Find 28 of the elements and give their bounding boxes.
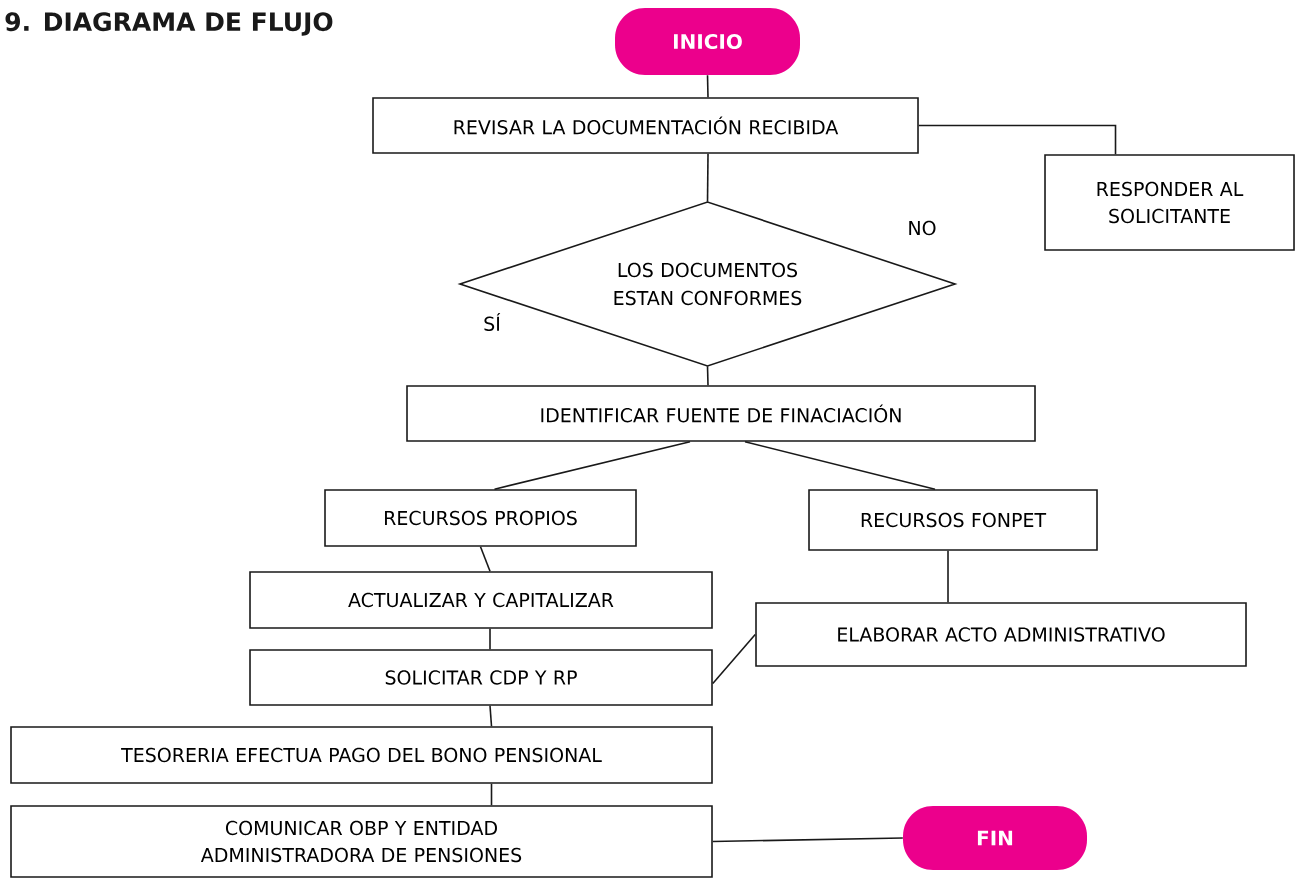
- process-box: RECURSOS PROPIOS: [324, 489, 637, 547]
- connector-line: [918, 124, 1117, 155]
- connector-line: [712, 633, 756, 685]
- connector-line: [744, 441, 936, 490]
- connector-line: [489, 705, 493, 727]
- process-box: RECURSOS FONPET: [808, 489, 1098, 551]
- connector-line: [490, 783, 493, 806]
- connector-line: [706, 365, 709, 386]
- process-box: IDENTIFICAR FUENTE DE FINACIACIÓN: [406, 385, 1036, 442]
- connector-line: [706, 153, 709, 203]
- process-box: REVISAR LA DOCUMENTACIÓN RECIBIDA: [372, 97, 919, 154]
- connector-line: [489, 628, 491, 650]
- connector-line: [712, 837, 904, 843]
- connector-line: [479, 546, 491, 572]
- process-box: ACTUALIZAR Y CAPITALIZAR: [249, 571, 713, 629]
- process-box: COMUNICAR OBP Y ENTIDAD ADMINISTRADORA DE PENSIONES: [10, 805, 713, 878]
- terminator-pill: INICIO: [615, 8, 800, 75]
- process-box: RESPONDER AL SOLICITANTE: [1044, 154, 1295, 251]
- process-box: SOLICITAR CDP Y RP: [249, 649, 713, 706]
- process-box: TESORERIA EFECTUA PAGO DEL BONO PENSIONAL: [10, 726, 713, 784]
- branch-label: SÍ: [484, 313, 501, 331]
- process-box: ELABORAR ACTO ADMINISTRATIVO: [755, 602, 1247, 667]
- terminator-pill: FIN: [903, 806, 1087, 870]
- branch-label: NO: [909, 220, 936, 236]
- connector-line: [947, 550, 949, 603]
- connector-line: [493, 441, 691, 490]
- title: 9. DIAGRAMA DE FLUJO: [5, 12, 333, 36]
- connector-line: [706, 74, 709, 98]
